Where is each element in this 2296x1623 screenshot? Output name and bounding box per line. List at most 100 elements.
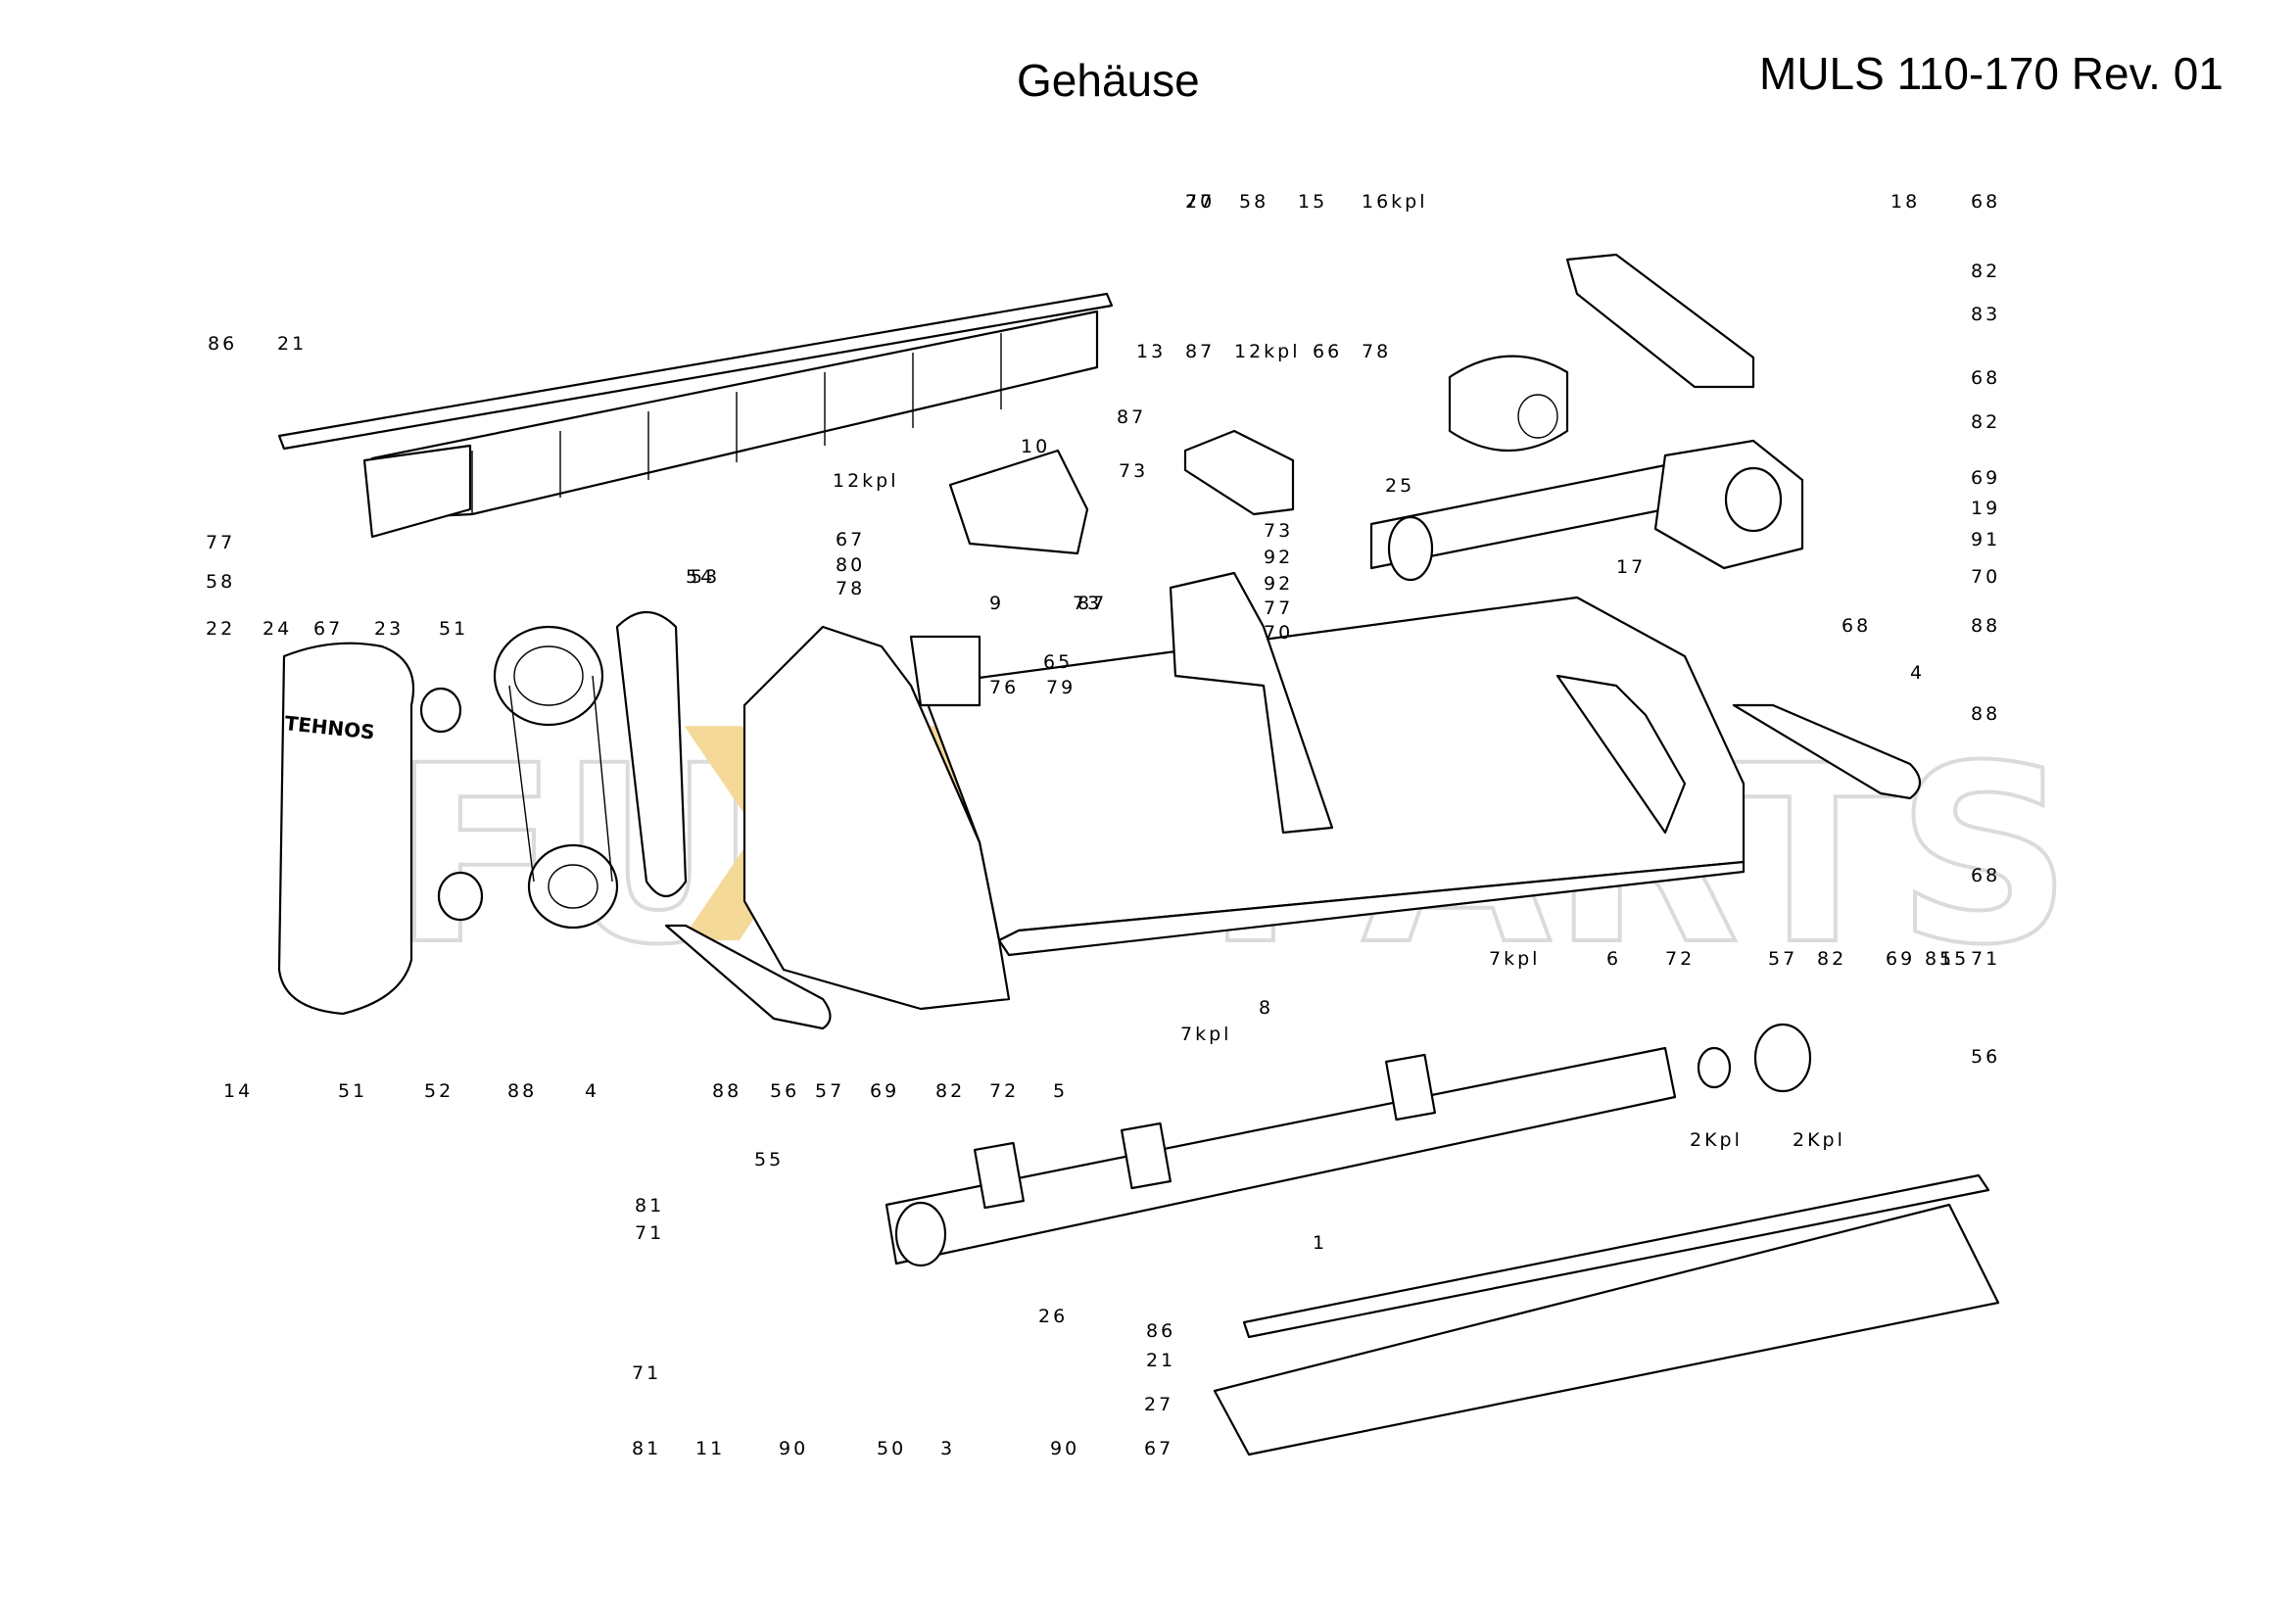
part-label-93: 3: [940, 1438, 955, 1459]
part-label-95: 27: [1144, 1394, 1173, 1415]
part-label-45: 77: [206, 532, 235, 553]
part-label-97: 20: [1185, 191, 1215, 213]
part-label-58: 4: [585, 1080, 599, 1102]
part-label-54: 14: [223, 1080, 253, 1102]
part-label-86: 86: [1146, 1320, 1175, 1342]
part-label-90: 11: [695, 1438, 725, 1459]
part-label-31: 80: [836, 554, 865, 576]
part-label-78: 55: [754, 1149, 784, 1170]
part-label-57: 88: [507, 1080, 537, 1102]
part-label-65: 5: [1053, 1080, 1068, 1102]
part-label-42: 79: [1046, 677, 1076, 698]
part-label-60: 56: [770, 1080, 799, 1102]
part-label-77: 56: [1971, 1046, 2000, 1068]
upper-flap-assembly: [277, 292, 1114, 539]
part-label-24: 73: [1264, 520, 1293, 542]
part-label-26: 92: [1264, 547, 1293, 568]
part-label-27: 17: [1616, 556, 1646, 578]
part-label-62: 69: [870, 1080, 899, 1102]
part-label-82: 81: [635, 1195, 664, 1217]
part-label-33: 78: [836, 578, 865, 599]
part-label-83: 71: [635, 1222, 664, 1244]
part-label-13: 66: [1313, 341, 1342, 362]
gearbox-and-shaft: [1369, 355, 1804, 582]
page-title: Gehäuse: [1017, 55, 1200, 106]
part-label-76: 71: [1971, 948, 2000, 970]
part-label-56: 52: [424, 1080, 454, 1102]
part-label-50: 23: [374, 618, 404, 640]
part-label-59: 88: [712, 1080, 741, 1102]
part-label-12: 12kpl: [1234, 341, 1301, 362]
part-label-73: 69: [1886, 948, 1915, 970]
part-label-75: 81: [1925, 948, 1954, 970]
part-label-34: 73: [1073, 593, 1102, 614]
part-label-7: 21: [277, 333, 307, 355]
part-label-19: 82: [1971, 411, 2000, 433]
part-label-94: 90: [1050, 1438, 1079, 1459]
part-label-25: 91: [1971, 529, 2000, 550]
model-revision-label: MULS 110-170 Rev. 01: [1759, 48, 2224, 99]
headstock-brackets: [909, 253, 1755, 707]
part-label-61: 57: [815, 1080, 844, 1102]
part-label-36: 87: [1077, 593, 1107, 614]
lower-flap-assembly: [1213, 1173, 2000, 1456]
part-label-52: 4: [1910, 662, 1925, 684]
part-label-63: 82: [935, 1080, 965, 1102]
part-label-1: 58: [1239, 191, 1268, 213]
part-label-5: 68: [1971, 191, 2000, 213]
belt-cover: TEHNOS: [277, 642, 415, 1016]
part-label-71: 57: [1768, 948, 1797, 970]
part-label-37: 70: [1264, 622, 1293, 644]
part-label-18: 73: [1119, 460, 1148, 482]
part-label-53: 88: [1971, 703, 2000, 725]
part-label-3: 16kpl: [1362, 191, 1428, 213]
part-label-23: 19: [1971, 498, 2000, 519]
part-label-64: 72: [989, 1080, 1019, 1102]
part-label-91: 90: [779, 1438, 808, 1459]
part-label-47: 22: [206, 618, 235, 640]
part-label-46: 58: [206, 571, 235, 593]
part-label-20: 69: [1971, 467, 2000, 489]
part-label-8: 82: [1971, 261, 2000, 282]
part-label-30: 92: [1264, 573, 1293, 595]
part-label-32: 77: [1264, 597, 1293, 619]
part-label-38: 53: [691, 566, 720, 588]
part-label-89: 81: [632, 1438, 661, 1459]
part-label-81: 55: [1939, 948, 1969, 970]
part-label-49: 67: [313, 618, 343, 640]
part-label-16: 87: [1117, 406, 1146, 428]
part-label-11: 87: [1185, 341, 1215, 362]
part-label-39: 54: [686, 566, 715, 588]
part-label-96: 67: [1144, 1438, 1173, 1459]
part-label-14: 78: [1362, 341, 1391, 362]
part-label-85: 26: [1038, 1306, 1068, 1327]
pulleys-and-belt: [419, 611, 688, 930]
part-label-66: 7kpl: [1180, 1024, 1231, 1045]
part-label-72: 82: [1817, 948, 1846, 970]
part-label-41: 76: [989, 677, 1019, 698]
part-label-51: 51: [439, 618, 468, 640]
part-label-43: 68: [1842, 615, 1871, 637]
part-label-88: 71: [632, 1362, 661, 1384]
part-label-6: 86: [208, 333, 237, 355]
part-label-21: 12kpl: [833, 470, 899, 492]
part-label-79: 2Kpl: [1690, 1129, 1743, 1151]
rotor-shaft: [885, 1023, 1812, 1267]
part-label-9: 83: [1971, 304, 2000, 325]
part-label-40: 65: [1043, 651, 1073, 673]
part-label-35: 9: [989, 593, 1004, 614]
part-label-87: 21: [1146, 1350, 1175, 1371]
part-label-17: 10: [1021, 436, 1050, 457]
side-skids: [664, 703, 1922, 1030]
part-label-28: 70: [1971, 566, 2000, 588]
part-label-10: 13: [1136, 341, 1166, 362]
part-label-74: 68: [1971, 865, 2000, 886]
part-label-92: 50: [877, 1438, 906, 1459]
part-label-69: 6: [1606, 948, 1621, 970]
part-label-2: 15: [1298, 191, 1327, 213]
part-label-22: 25: [1385, 475, 1414, 497]
part-label-80: 2Kpl: [1793, 1129, 1845, 1151]
part-label-55: 51: [338, 1080, 367, 1102]
main-housing: [742, 571, 1746, 1011]
